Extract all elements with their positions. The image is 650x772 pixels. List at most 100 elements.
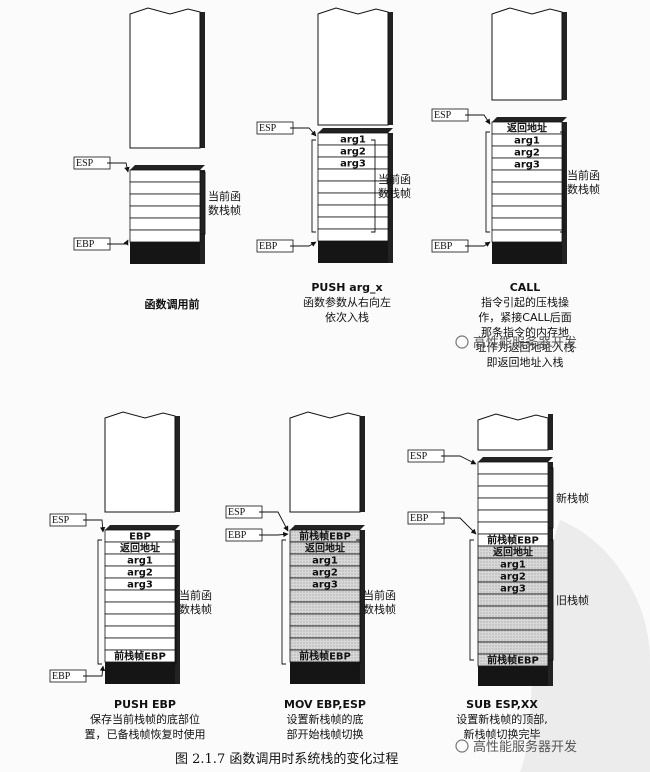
stack-top-edge bbox=[105, 525, 180, 530]
stack-cell-label: arg1 bbox=[312, 556, 338, 567]
frame-label: 数栈帧 bbox=[567, 182, 600, 196]
caption-line: 依次入栈 bbox=[325, 310, 369, 324]
caption-line: 置，已备栈帧恢复时使用 bbox=[85, 727, 206, 741]
frame-bracket bbox=[371, 139, 376, 233]
frame-bracket-left bbox=[311, 139, 316, 233]
step-title: CALL bbox=[510, 281, 541, 294]
stack-side bbox=[360, 530, 365, 684]
stack-cell bbox=[104, 613, 176, 627]
stack-cell bbox=[289, 601, 361, 615]
memory-block-side bbox=[388, 12, 393, 125]
stack-cell bbox=[477, 509, 549, 523]
stack-cell bbox=[289, 589, 361, 603]
memory-block-side bbox=[548, 414, 553, 450]
stack-cell-label: 前栈帧EBP bbox=[299, 530, 351, 543]
figure-caption: 图 2.1.7 函数调用时系统栈的变化过程 bbox=[175, 751, 398, 767]
register-label: ESP bbox=[259, 123, 277, 134]
stack-cell-label: 返回地址 bbox=[493, 546, 533, 559]
stack-cell-label: EBP bbox=[129, 532, 151, 543]
stack-cell bbox=[317, 228, 389, 242]
frame-label-old: 旧栈帧 bbox=[556, 593, 589, 607]
frame-label-new: 新栈帧 bbox=[556, 491, 589, 505]
memory-block bbox=[491, 7, 563, 101]
stack-cell-label: arg1 bbox=[340, 135, 366, 146]
register-label: ESP bbox=[410, 451, 428, 462]
stack-cell bbox=[129, 217, 201, 231]
stack-cell-label: arg1 bbox=[514, 136, 540, 147]
stack-cell-label: 前栈帧EBP bbox=[487, 654, 539, 667]
frame-label: 当前函 bbox=[179, 588, 212, 602]
register-label: ESP bbox=[52, 515, 70, 526]
stack-cell bbox=[129, 205, 201, 219]
frame-label: 数栈帧 bbox=[208, 203, 241, 217]
stack-cell bbox=[477, 593, 549, 607]
stack-base bbox=[478, 666, 548, 686]
frame-bracket-left bbox=[469, 539, 474, 661]
frame-label: 当前函 bbox=[378, 172, 411, 186]
stack-cell bbox=[129, 181, 201, 195]
step-call-caption: CALL 指令引起的压栈操 作，紧接CALL后面 那条指令的内存地 址作为返回地… bbox=[476, 281, 575, 369]
frame-label: 当前函 bbox=[363, 588, 396, 602]
caption-line: 设置新栈帧的底 bbox=[287, 712, 364, 726]
stack-side bbox=[175, 530, 180, 684]
register-arrow bbox=[290, 241, 317, 247]
stack-cell-label: 前栈帧EBP bbox=[487, 534, 539, 547]
register-arrow bbox=[83, 665, 106, 677]
register-arrow bbox=[107, 162, 130, 173]
caption-line: 址作为返回地址入栈 bbox=[476, 340, 575, 354]
caption-line: 函数参数从右向左 bbox=[303, 295, 391, 309]
stack-cell bbox=[289, 625, 361, 639]
frame-bracket-left bbox=[97, 539, 102, 665]
memory-block-side bbox=[562, 12, 567, 100]
stack-cell bbox=[104, 637, 176, 651]
step-title: MOV EBP,ESP bbox=[284, 698, 366, 711]
stack-cell-label: arg2 bbox=[340, 147, 366, 158]
stack-cell bbox=[129, 193, 201, 207]
stack-cell bbox=[477, 461, 549, 475]
frame-bracket bbox=[201, 171, 206, 235]
stack-cell bbox=[477, 485, 549, 499]
stack-cell bbox=[289, 637, 361, 651]
step-push-arg-caption: PUSH arg_x 函数参数从右向左 依次入栈 bbox=[303, 281, 391, 324]
frame-bracket bbox=[172, 539, 177, 665]
step-before-caption: 函数调用前 bbox=[145, 297, 200, 311]
memory-block bbox=[317, 7, 389, 126]
step-title: PUSH EBP bbox=[114, 698, 176, 711]
stack-base bbox=[290, 662, 360, 684]
stack-cell bbox=[491, 193, 563, 207]
stack-cell-label: arg1 bbox=[500, 560, 526, 571]
stack-cell bbox=[477, 629, 549, 643]
watermark-text: 高性能服务器开发 bbox=[473, 739, 577, 755]
register-arrow bbox=[290, 127, 317, 137]
stack-base bbox=[492, 242, 562, 264]
caption-line: 部开始栈帧切换 bbox=[287, 727, 364, 741]
stack-cell bbox=[491, 181, 563, 195]
wechat-icon bbox=[455, 739, 469, 753]
caption-line: 函数调用前 bbox=[145, 297, 200, 311]
frame-bracket-left bbox=[485, 131, 490, 233]
stack-cell-label: 返回地址 bbox=[305, 542, 345, 555]
register-arrow bbox=[441, 455, 477, 465]
register-arrow bbox=[83, 519, 106, 533]
caption-line: 设置新栈帧的顶部, bbox=[456, 712, 548, 726]
stack-cell bbox=[104, 601, 176, 615]
watermark-text: 高性能服务器开发 bbox=[473, 335, 577, 351]
register-arrow bbox=[465, 241, 491, 247]
stack-top-edge bbox=[492, 117, 567, 122]
stack-top-edge bbox=[478, 457, 553, 462]
stack-cell-label: arg1 bbox=[127, 556, 153, 567]
caption-line: 那条指令的内存地 bbox=[481, 325, 569, 339]
frame-label: 当前函 bbox=[567, 168, 600, 182]
step-title: PUSH arg_x bbox=[311, 281, 382, 294]
caption-line: 即返回地址入栈 bbox=[487, 355, 564, 369]
stack-cell bbox=[317, 204, 389, 218]
wechat-icon bbox=[455, 335, 469, 349]
caption-line: 保存当前栈帧的底部位 bbox=[90, 712, 200, 726]
stack-cell-label: arg2 bbox=[500, 572, 526, 583]
stack-cell-label: arg2 bbox=[127, 568, 153, 579]
frame-bracket bbox=[549, 539, 554, 661]
stack-cell bbox=[477, 497, 549, 511]
